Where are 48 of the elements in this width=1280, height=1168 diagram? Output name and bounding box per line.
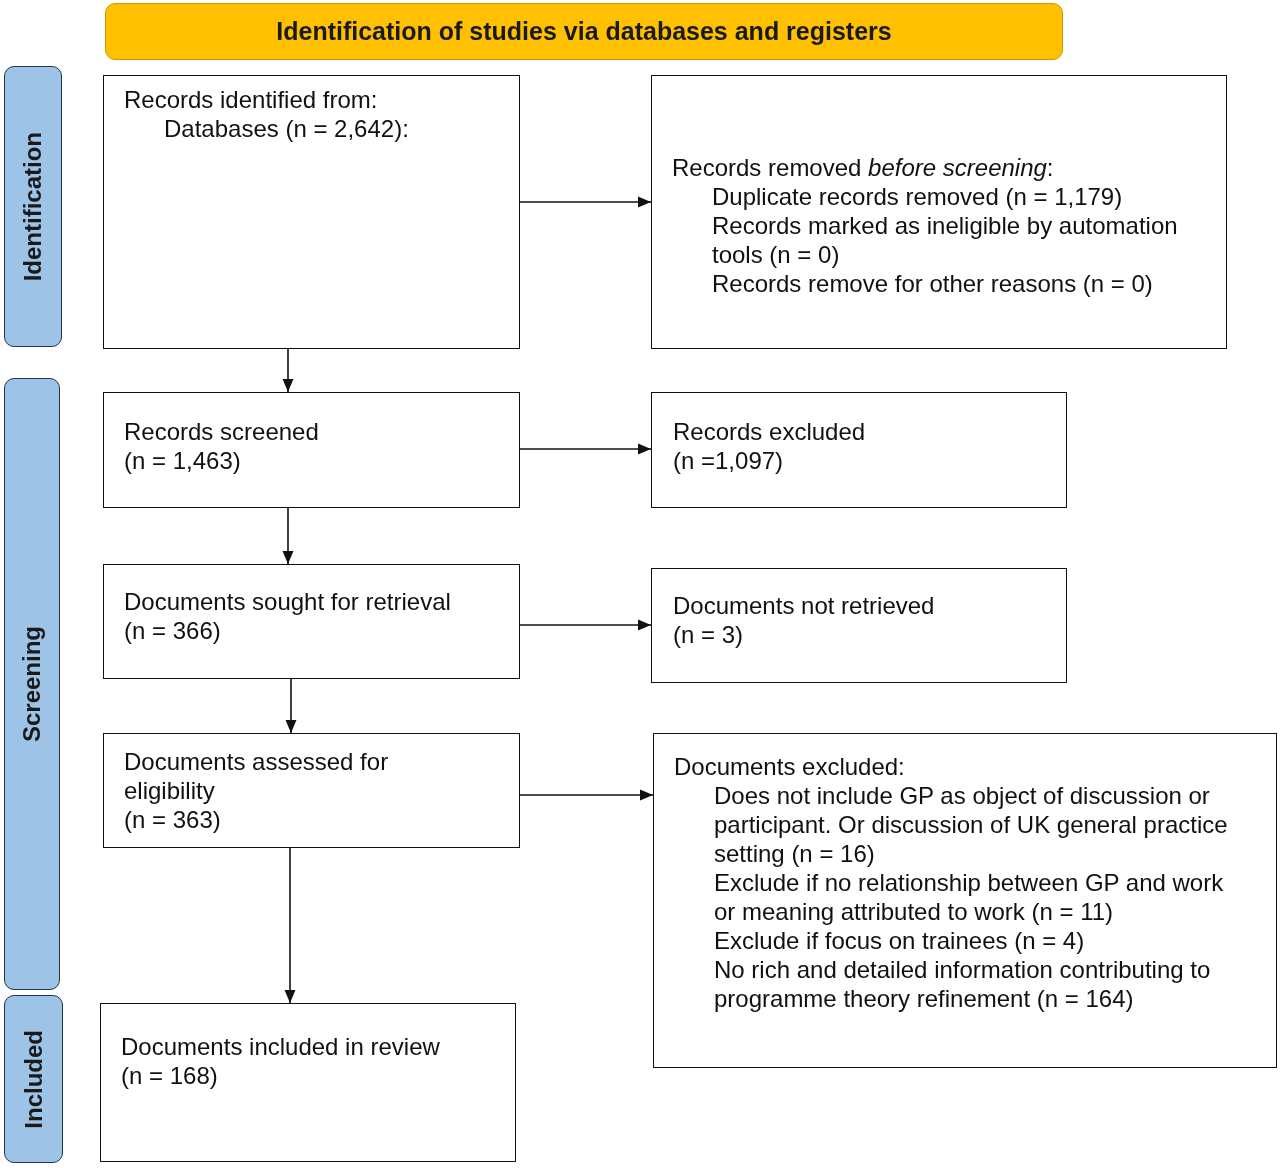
list-item: Records remove for other reasons (n = 0) — [712, 269, 1153, 298]
step-label: Records excluded — [673, 417, 866, 446]
count-text: (n = 168) — [121, 1061, 218, 1090]
process-box — [653, 733, 1277, 1068]
count-text: (n = 1,463) — [124, 446, 241, 475]
list-item: Records marked as ineligible by automation tools (n = 0) — [712, 211, 1179, 269]
count-text: (n = 3) — [673, 620, 744, 649]
list-item: No rich and detailed information contributing to programme theory refinement (n = 164) — [714, 955, 1212, 1013]
step-label: Documents included in review — [121, 1032, 440, 1061]
count-text: (n =1,097) — [673, 446, 784, 475]
phase-label: Identification — [19, 131, 47, 282]
step-label: Documents sought for retrieval — [124, 587, 451, 616]
list-item: Exclude if focus on trainees (n = 4) — [714, 926, 1085, 955]
process-box — [651, 392, 1067, 508]
count-text: (n = 363) — [124, 805, 221, 834]
step-label: Documents assessed for eligibility — [124, 747, 390, 805]
arrow — [282, 507, 294, 565]
arrow — [519, 619, 652, 631]
arrow — [519, 196, 652, 208]
phase-band — [4, 66, 62, 347]
process-box — [103, 564, 520, 679]
arrow — [285, 678, 297, 734]
box-heading: Records removed before screening: — [672, 153, 1054, 182]
step-label: Documents not retrieved — [673, 591, 935, 620]
section-banner — [105, 3, 1063, 60]
process-box — [100, 1003, 516, 1162]
phase-label: Included — [19, 1029, 48, 1129]
arrow — [282, 348, 294, 393]
process-box — [651, 568, 1067, 683]
arrow — [519, 789, 654, 801]
process-box — [103, 733, 520, 848]
arrow — [519, 443, 652, 455]
phase-band — [4, 995, 63, 1163]
list-item: Does not include GP as object of discussion or participant. Or discussion of UK general practice setting (n = 16) — [714, 781, 1229, 868]
box-heading: Documents excluded: — [674, 752, 905, 781]
process-box — [103, 75, 520, 349]
arrow — [284, 847, 296, 1004]
process-box — [103, 392, 520, 508]
list-item: Exclude if no relationship between GP and work or meaning attributed to work (n = 11) — [714, 868, 1225, 926]
box-heading: Records identified from: — [124, 85, 378, 114]
step-label: Records screened — [124, 417, 319, 446]
process-box — [651, 75, 1227, 349]
phase-label: Screening — [18, 625, 46, 742]
list-item: Databases (n = 2,642): — [164, 114, 409, 143]
phase-band — [4, 378, 60, 990]
banner-title: Identification of studies via databases and registers — [276, 17, 892, 46]
list-item: Duplicate records removed (n = 1,179) — [712, 182, 1123, 211]
count-text: (n = 366) — [124, 616, 221, 645]
